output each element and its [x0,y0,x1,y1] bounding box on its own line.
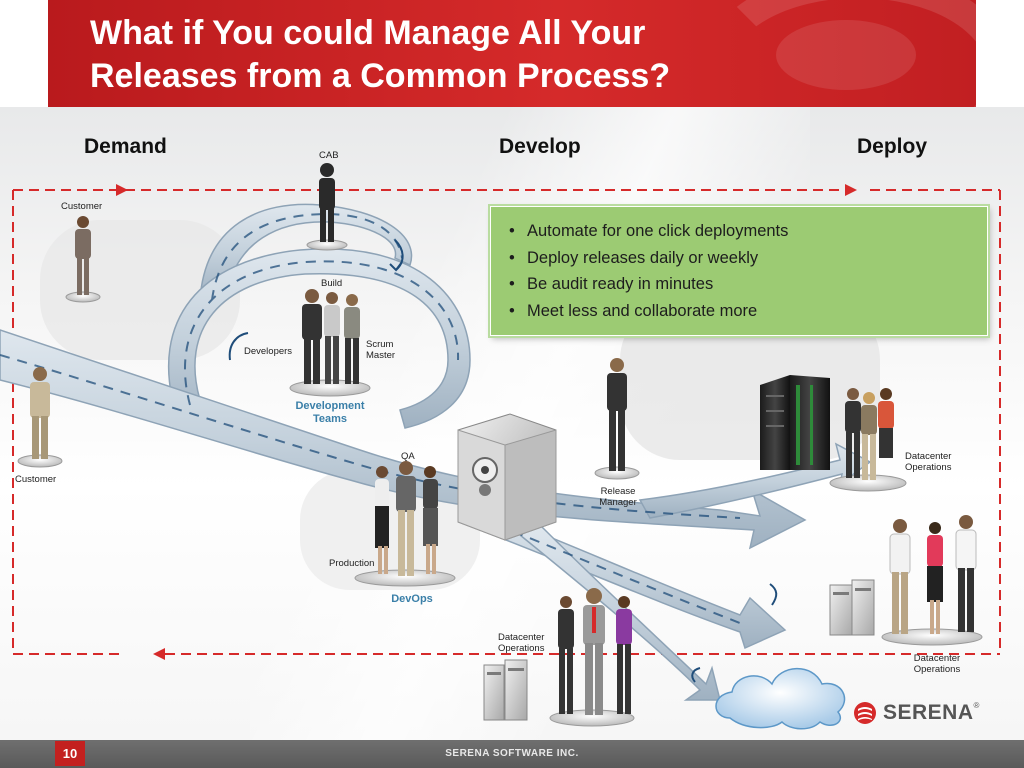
server-icon [829,579,875,636]
label-developers: Developers [244,346,293,357]
label-datacenter-operations-right-line-2: Operations [905,462,952,473]
label-datacenter-operations-right: Datacenter Operations [905,451,951,473]
label-datacenter-operations-corner-line-2: Operations [913,664,961,675]
benefit-item: Be audit ready in minutes [509,271,987,298]
label-datacenter-operations-corner-line-1: Datacenter [913,653,961,664]
label-development-teams-line-1: Development [295,400,365,412]
phase-develop: Develop [499,135,581,158]
label-cab: CAB [319,150,339,161]
benefit-item: Meet less and collaborate more [509,298,987,325]
label-production: Production [329,558,375,569]
cloud-icon [715,667,846,730]
feedback-loop-dashed [12,189,1001,655]
title-banner: What if You could Manage All Your Releas… [48,0,976,107]
phase-deploy: Deploy [857,135,928,158]
server-rack-icon [760,375,830,470]
label-devops: DevOps [391,593,433,605]
label-scrum-master-line-1: Scrum [366,339,394,350]
label-customer-left: Customer [15,474,57,485]
label-development-teams: Development Teams [280,400,380,426]
benefit-item: Deploy releases daily or weekly [509,245,987,272]
label-release-manager-line-2: Manager [599,497,637,508]
slide-title-line-2: Releases from a Common Process? [90,57,671,95]
serena-logo-text: SERENA [883,701,974,724]
page-number: 10 [55,741,85,766]
serena-logo: SERENA® [853,701,979,725]
label-build: Build [321,278,343,289]
serena-logo-icon [854,702,876,724]
label-release-manager-line-1: Release [600,486,636,497]
footer-company: SERENA SOFTWARE INC. [445,748,579,759]
label-datacenter-operations-bottom-line-1: Datacenter [498,632,545,643]
slide-title-line-1: What if You could Manage All Your [90,14,646,52]
label-development-teams-line-2: Teams [312,413,348,425]
label-qa: QA [401,451,415,462]
label-datacenter-operations-right-line-1: Datacenter [905,451,952,462]
benefit-item: Automate for one click deployments [509,218,987,245]
label-release-manager: Release Manager [590,486,646,508]
label-customer-top: Customer [61,201,103,212]
loop-arrow-top-left [116,184,128,196]
slide-title: What if You could Manage All Your Releas… [90,12,890,98]
label-datacenter-operations-corner: Datacenter Operations [904,653,970,675]
benefits-list: Automate for one click deployments Deplo… [491,207,987,324]
person-icon [30,163,977,715]
serena-logo-trademark: ® [973,701,980,710]
label-datacenter-operations-bottom-line-2: Operations [498,643,545,654]
road-turn-arrows [228,239,778,683]
loop-arrow-left [153,648,165,660]
label-scrum-master-line-2: Master [366,350,396,361]
road-lane-markings [0,212,746,626]
label-scrum-master: Scrum Master [366,339,395,361]
server-icon [483,659,528,721]
phase-demand: Demand [84,135,167,158]
vault-icon [457,413,557,541]
label-datacenter-operations-bottom: Datacenter Operations [498,632,544,654]
benefits-box: Automate for one click deployments Deplo… [490,206,988,336]
loop-arrow-right [845,184,857,196]
footer-bar [0,740,1024,768]
